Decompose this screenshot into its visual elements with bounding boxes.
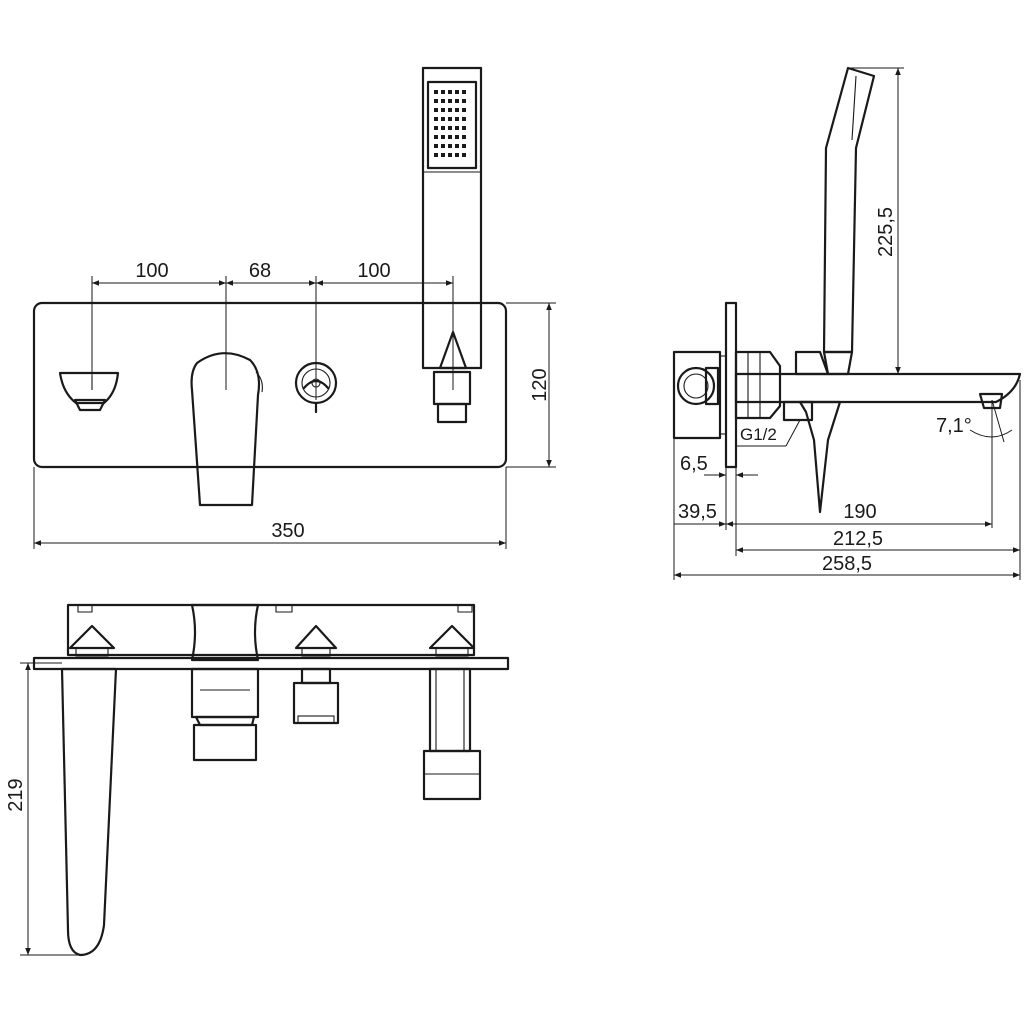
top-diverter-knob	[292, 667, 340, 725]
front-width-dimension: 350	[33, 467, 507, 549]
front-top-dimensions: 100 68 100	[91, 260, 454, 400]
dim-spacing-3: 100	[357, 260, 390, 282]
top-lever	[190, 667, 260, 762]
top-wall-plate	[32, 656, 510, 671]
side-plate-to-outlet-dimension: 212,5	[736, 528, 1020, 553]
top-view: 219	[5, 603, 510, 957]
dim-thread: G1/2	[740, 425, 777, 444]
side-wall-plate	[724, 301, 738, 469]
top-concealed-body	[66, 603, 476, 657]
side-inlet-fitting	[676, 366, 716, 406]
top-cartridge	[190, 603, 260, 662]
front-wall-plate	[32, 301, 508, 469]
top-spout	[60, 667, 118, 957]
side-total-dimension: 258,5	[674, 553, 1020, 578]
front-lever-handle	[190, 352, 263, 507]
dim-width: 350	[271, 520, 304, 542]
dim-spout-reach: 190	[843, 501, 876, 523]
side-angle-dimension: 7,1°	[936, 399, 1013, 528]
dim-body: 39,5	[678, 501, 717, 523]
side-view: 225,5 G1/2 7,1° 6,5 39,	[672, 66, 1022, 580]
dim-angle: 7,1°	[936, 415, 972, 437]
side-plate-dimension: 6,5	[680, 453, 758, 478]
dim-total: 258,5	[822, 553, 872, 575]
side-thread-label: G1/2	[736, 419, 801, 447]
dim-height: 120	[529, 368, 551, 401]
top-depth-dimension: 219	[5, 662, 80, 956]
side-height-dimension: 225,5	[848, 67, 904, 374]
front-view: 100 68 100 120 350	[32, 66, 556, 549]
dim-handshower-height: 225,5	[875, 207, 897, 257]
side-lever	[798, 400, 842, 514]
dim-plate: 6,5	[680, 453, 708, 475]
side-spout	[734, 372, 1022, 404]
top-hand-shower	[422, 667, 482, 801]
front-hand-shower	[421, 66, 483, 424]
front-left-outlet	[58, 371, 120, 412]
hand-shower-head	[426, 80, 478, 170]
dim-plate-to-outlet: 212,5	[833, 528, 883, 550]
dim-spout-depth: 219	[5, 778, 27, 811]
dim-spacing-1: 100	[135, 260, 168, 282]
side-reach-dimensions: 39,5 190	[674, 501, 992, 527]
side-concealed-box	[672, 350, 722, 440]
dim-spacing-2: 68	[249, 260, 271, 282]
side-hand-shower	[822, 66, 876, 354]
hand-shower-body	[421, 66, 483, 370]
front-height-dimension: 120	[506, 302, 556, 468]
